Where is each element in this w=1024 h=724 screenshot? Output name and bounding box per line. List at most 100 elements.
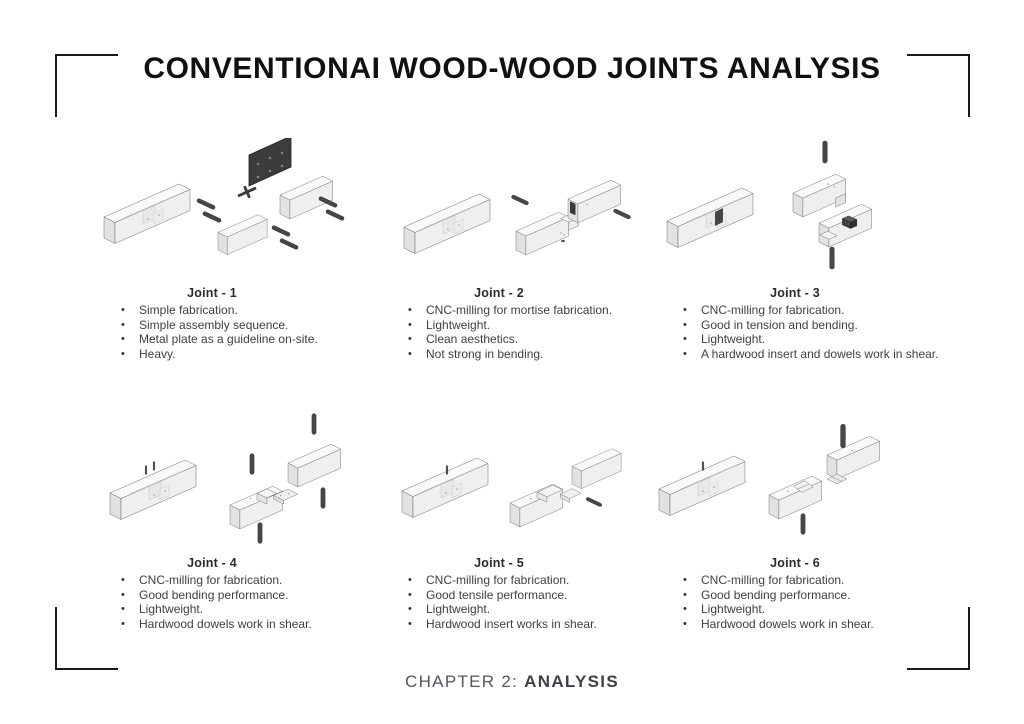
bullet: • xyxy=(408,304,412,316)
dowel xyxy=(585,496,603,508)
bullet: • xyxy=(121,318,125,331)
exploded-parts xyxy=(229,413,341,544)
joint-point: •Good bending performance. xyxy=(121,587,289,602)
bullet: • xyxy=(683,617,687,630)
bullet: • xyxy=(408,333,412,346)
joint-point: •Simple fabrication. xyxy=(121,303,238,317)
dowel xyxy=(325,208,345,222)
joint-point: •Hardwood dowels work in shear. xyxy=(683,616,874,631)
dowel xyxy=(612,208,632,220)
wedge-beam-upper xyxy=(826,435,880,485)
joint-point: •Lightweight. xyxy=(683,602,766,617)
joint-point: •Not strong in bending. xyxy=(408,346,544,361)
small-peg xyxy=(561,239,565,243)
bullet: • xyxy=(121,603,125,616)
upper-half-beam xyxy=(792,173,846,218)
joint-point: •Good bending performance. xyxy=(683,587,851,602)
joint-cell-4: Joint - 4 •CNC-milling for fabrication. … xyxy=(87,408,341,631)
joint-title: Joint - 2 xyxy=(474,286,524,300)
joint-cell-6: Joint - 6 •CNC-milling for fabrication. … xyxy=(649,408,941,631)
joint-cell-5: Joint - 5 •CNC-milling for fabrication. … xyxy=(374,408,624,631)
joint-point: •CNC-milling for mortise fabrication. xyxy=(408,303,613,317)
dowel xyxy=(196,197,216,211)
joint-point: •Simple assembly sequence. xyxy=(121,317,289,332)
metal-plate xyxy=(248,138,292,187)
dowel xyxy=(445,465,449,475)
exploded-parts xyxy=(792,140,872,270)
assembled-beam xyxy=(103,183,191,244)
assembled-beam xyxy=(401,457,489,518)
mortise-beam xyxy=(567,179,621,224)
bullet: • xyxy=(408,574,412,586)
joint-title: Joint - 1 xyxy=(187,286,237,300)
joint-points: •CNC-milling for fabrication. •Good bend… xyxy=(649,573,941,631)
bullet: • xyxy=(408,588,412,601)
bullet: • xyxy=(408,347,412,360)
exploded-parts xyxy=(196,138,345,255)
dowel xyxy=(800,513,806,535)
joint-point: •CNC-milling for fabrication. xyxy=(408,573,570,587)
joint-6-illustration xyxy=(658,424,880,535)
assembled-beam xyxy=(403,193,491,254)
joint-point: •CNC-milling for fabrication. xyxy=(121,573,283,587)
page-title: CONVENTIONAI WOOD-WOOD JOINTS ANALYSIS xyxy=(143,52,881,85)
bullet: • xyxy=(683,333,687,346)
corner-mark-top-right xyxy=(907,54,970,117)
bullet: • xyxy=(121,347,125,360)
joint-point: •Lightweight. xyxy=(408,317,491,332)
hardwood-insert xyxy=(841,215,858,229)
dowel xyxy=(144,465,148,475)
scarf-beam-upper xyxy=(559,448,622,503)
bullet: • xyxy=(121,588,125,601)
joint-2-illustration xyxy=(403,179,632,256)
lap-beam-upper xyxy=(273,443,341,505)
beam-half-lower xyxy=(217,214,268,255)
dowel xyxy=(510,194,530,206)
joint-5-illustration xyxy=(401,448,622,528)
scarf-beam-lower xyxy=(509,483,564,528)
joint-points: •Simple fabrication. •Simple assembly se… xyxy=(87,303,337,361)
corner-mark-bottom-left xyxy=(55,607,118,670)
joint-title: Joint - 6 xyxy=(770,556,820,570)
joint-point: •A hardwood insert and dowels work in sh… xyxy=(683,346,939,361)
joint-point: •Good in tension and bending. xyxy=(683,317,858,332)
joint-point: •CNC-milling for fabrication. xyxy=(683,573,845,587)
joint-title: Joint - 4 xyxy=(187,556,237,570)
bullet: • xyxy=(683,574,687,586)
bullet: • xyxy=(683,588,687,601)
joint-point: •Hardwood dowels work in shear. xyxy=(121,616,312,631)
joint-points: •CNC-milling for fabrication. •Good in t… xyxy=(649,303,941,361)
dowel xyxy=(257,522,263,544)
chapter-footer: CHAPTER 2: ANALYSIS xyxy=(0,672,1024,692)
bullet: • xyxy=(121,617,125,630)
bullet: • xyxy=(683,318,687,331)
joint-point: •Clean aesthetics. xyxy=(408,332,519,347)
joint-point: •Hardwood insert works in shear. xyxy=(408,616,597,631)
joint-cell-2: Joint - 2 •CNC-milling for mortise fabri… xyxy=(374,138,632,361)
bullet: • xyxy=(121,574,125,586)
joint-cell-3: Joint - 3 •CNC-milling for fabrication. … xyxy=(649,138,941,361)
bullet: • xyxy=(121,304,125,316)
joint-point: •Lightweight. xyxy=(408,602,491,617)
corner-mark-top-left xyxy=(55,54,118,117)
exploded-parts xyxy=(509,448,622,528)
lower-half-beam xyxy=(818,203,872,248)
joint-title: Joint - 5 xyxy=(474,556,524,570)
joint-points: •CNC-milling for fabrication. •Good tens… xyxy=(374,573,624,631)
bullet: • xyxy=(683,603,687,616)
joint-3-illustration xyxy=(666,140,872,270)
dowel xyxy=(271,224,291,238)
dowel xyxy=(311,413,317,435)
bolt-cross xyxy=(237,185,257,199)
joint-cell-1: Joint - 1 •Simple fabrication. •Simple a… xyxy=(87,138,345,361)
insert-mark xyxy=(715,208,723,226)
exploded-parts xyxy=(510,179,632,256)
beam-half-upper xyxy=(279,175,333,220)
dowel xyxy=(279,237,299,251)
dowel xyxy=(701,461,705,471)
lap-beam-lower xyxy=(229,485,283,530)
bullet: • xyxy=(683,347,687,360)
bullet: • xyxy=(683,304,687,316)
notched-beam-lower xyxy=(768,475,822,520)
